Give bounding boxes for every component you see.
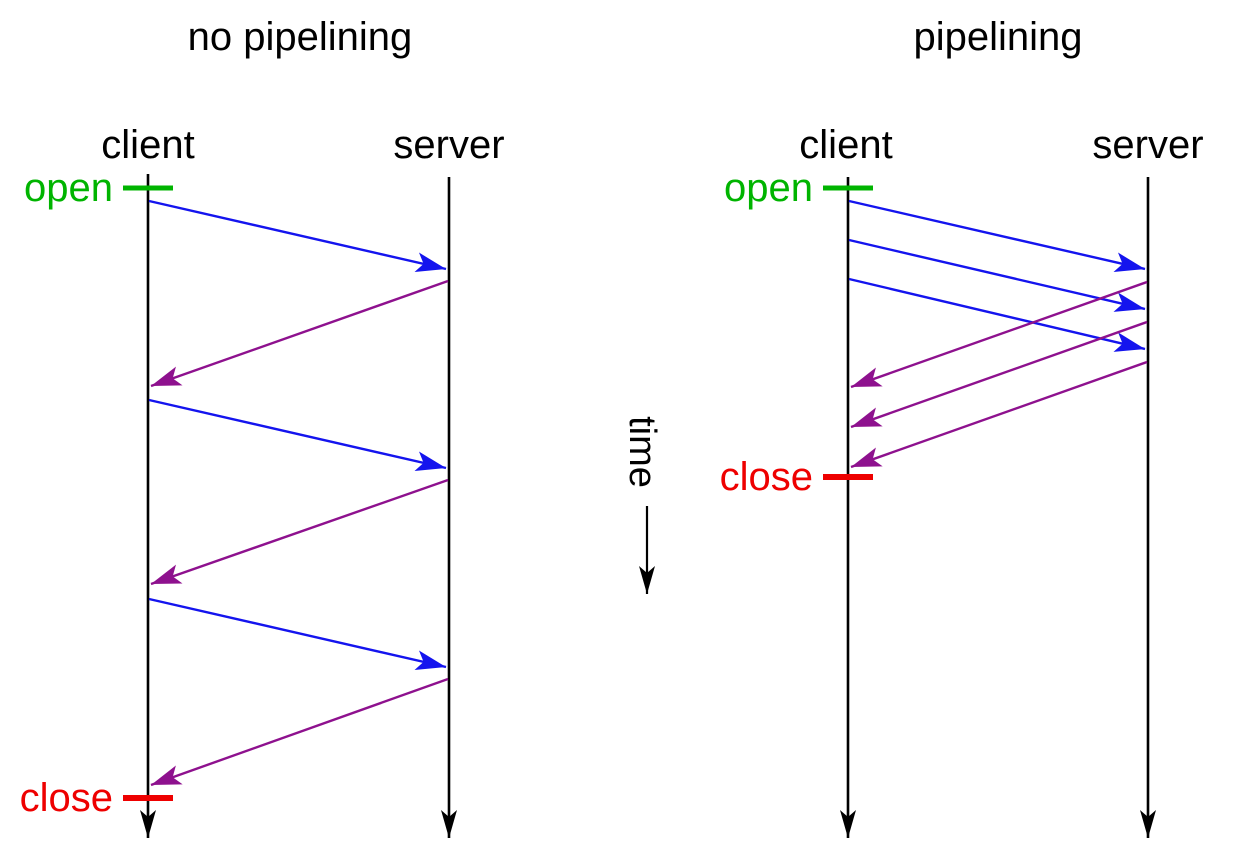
right-request-1 [848, 199, 1146, 273]
left-response-3 [150, 677, 449, 787]
left-open-label: open [24, 166, 113, 210]
right-response-2 [850, 320, 1148, 429]
left-response-2 [150, 478, 449, 586]
right-panel-title: pipelining [913, 15, 1082, 59]
left-close-label: close [20, 776, 113, 820]
left-panel-title: no pipelining [188, 15, 413, 59]
left-request-2 [148, 398, 447, 472]
right-request-3 [848, 277, 1146, 352]
shapes-layer [123, 174, 1156, 838]
right-server-label: server [1092, 123, 1203, 167]
right-client-label: client [799, 123, 892, 167]
left-response-1 [150, 279, 449, 388]
left-server-label: server [393, 123, 504, 167]
right-request-2 [848, 238, 1146, 312]
left-client-label: client [101, 123, 194, 167]
left-request-3 [148, 597, 447, 671]
right-open-label: open [724, 166, 813, 210]
right-response-3 [850, 360, 1148, 469]
left-request-1 [148, 199, 447, 273]
right-close-label: close [720, 455, 813, 499]
time-axis-label: time [621, 416, 663, 488]
right-response-1 [850, 280, 1148, 389]
